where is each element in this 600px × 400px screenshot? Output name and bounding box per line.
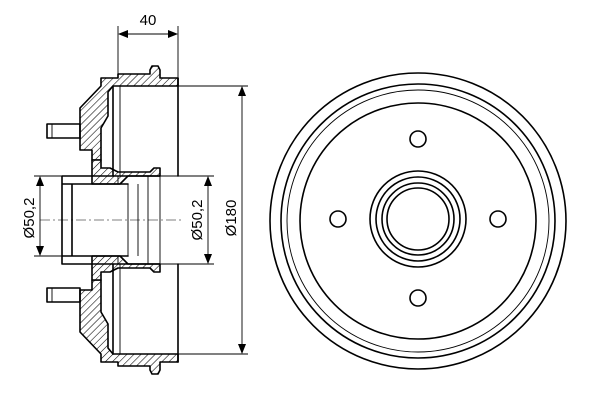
bore-dimension-right-label: Ø50,2 [189,200,206,241]
bolt-hole-bottom [409,289,427,307]
drum-shell-lower-section [79,279,179,375]
width-dimension-label: 40 [140,12,157,29]
drum-outer-rim-inner-edge [280,83,556,359]
wheel-stud-upper [46,123,81,139]
bore-dimension-left-label: Ø50,2 [21,198,38,239]
hub-bore-inner [386,187,450,251]
bolt-hole-left [329,210,347,228]
hub-bore-edge [381,182,455,256]
hub-flange-lower-section [91,255,161,281]
side-section-view: 40 Ø50,2 Ø50,2 Ø180 [21,12,248,375]
hub-middle-ring [375,176,461,262]
width-dimension: 40 [117,12,179,78]
drum-shell-upper-section [79,65,179,161]
bore-dimension-left: Ø50,2 [21,175,62,257]
drum-face [299,102,537,340]
wheel-stud-lower [46,287,81,303]
drum-inner-surface [112,77,179,363]
hub-outer-ring [369,170,467,268]
bolt-hole-right [489,210,507,228]
drum-outer-rim [269,72,567,370]
outer-diameter-dimension: Ø180 [178,85,248,355]
bolt-hole-top [409,130,427,148]
drum-braking-surface-line [286,89,550,353]
hub-flange-upper-section [91,159,161,185]
outer-diameter-dimension-label: Ø180 [223,200,240,237]
front-view [269,72,567,370]
bore-dimension-right: Ø50,2 [160,175,214,265]
